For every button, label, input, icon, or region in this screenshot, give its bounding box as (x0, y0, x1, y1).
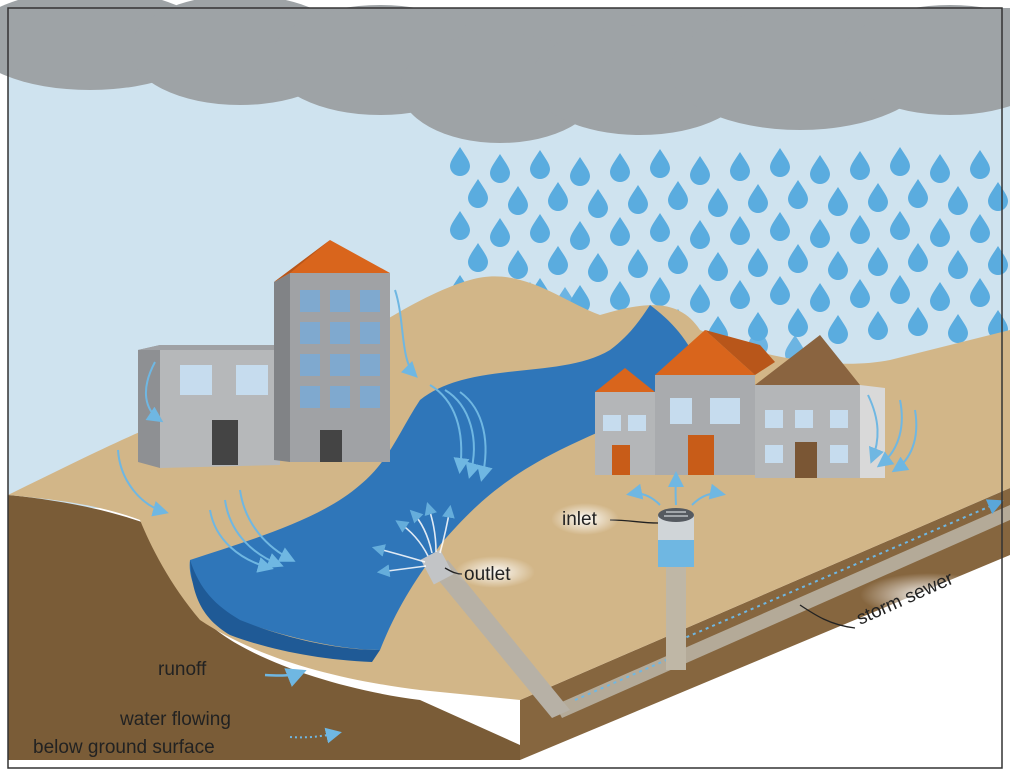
outlet-spray-arrows (371, 501, 455, 578)
outlet-pipe (420, 549, 570, 718)
retention-pond (189, 305, 700, 650)
house-right (755, 335, 885, 478)
legend-subsurface-label-line1: water flowing (119, 709, 231, 730)
building-low (138, 345, 280, 468)
house-center (655, 330, 775, 475)
storm-cloud (0, 0, 1010, 143)
inlet-label: inlet (562, 509, 598, 530)
runoff-arrows (117, 289, 918, 573)
house-left (595, 368, 655, 475)
legend: runoff water flowing below ground surfac… (33, 659, 342, 758)
legend-runoff-label: runoff (158, 659, 207, 680)
soil-left-face (8, 495, 520, 760)
building-tall (274, 240, 390, 462)
legend-subsurface-label-line2: below ground surface (33, 737, 215, 758)
frame (7, 7, 1003, 769)
pond-depth (190, 560, 380, 662)
runoff-arrow-icon (264, 668, 307, 687)
storm-drain-inlet (658, 508, 694, 670)
outlet-label: outlet (464, 564, 511, 585)
